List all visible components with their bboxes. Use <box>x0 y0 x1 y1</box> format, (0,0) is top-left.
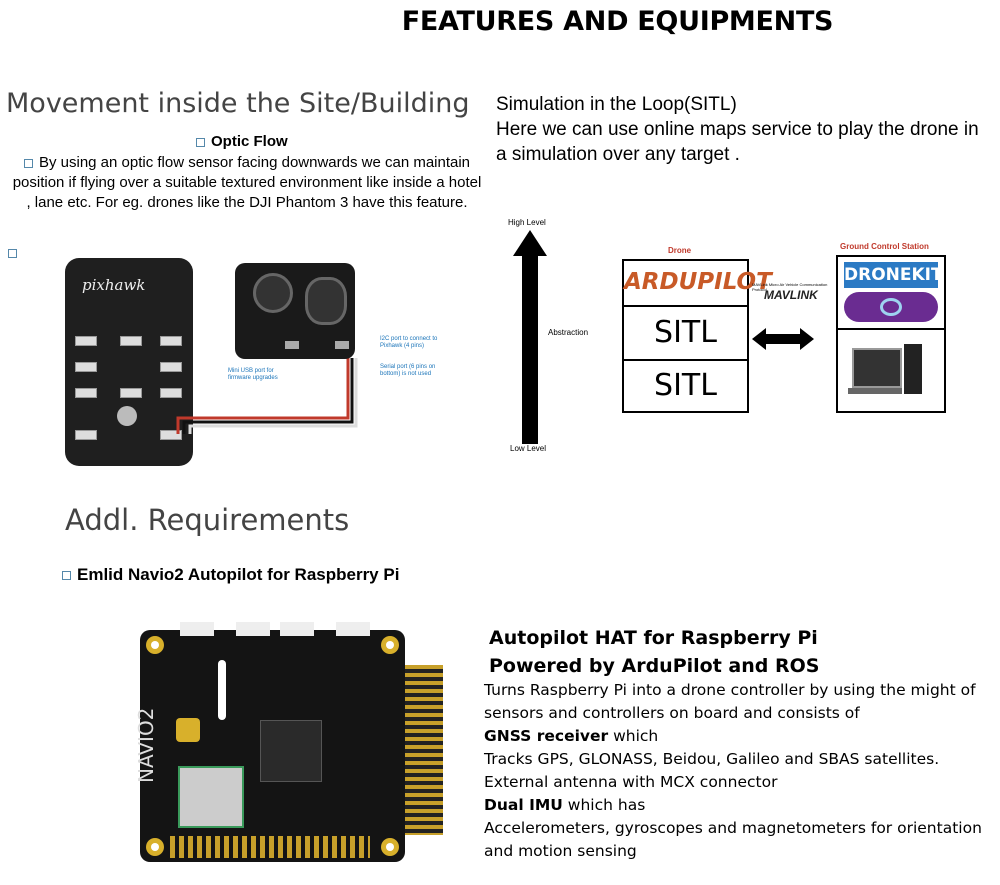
optic-flow-title: Optic Flow <box>196 133 288 150</box>
hat-line-3: Accelerometers, gyroscopes and magnetome… <box>484 819 982 860</box>
page-title: FEATURES AND EQUIPMENTS <box>401 6 834 37</box>
imu-line: Dual IMU which has <box>484 794 984 817</box>
bullet-icon <box>23 158 33 168</box>
hat-heading: Autopilot HAT for Raspberry Pi Powered b… <box>489 624 819 680</box>
movement-heading: Movement inside the Site/Building <box>6 88 470 119</box>
imu-rest: which has <box>562 796 646 814</box>
sensor-cable <box>176 358 358 434</box>
abstraction-label: Abstraction <box>548 328 589 337</box>
drone-label: Drone <box>668 246 692 255</box>
mavlink-subtitle: MAVLink Micro Air Vehicle Communication … <box>752 282 828 292</box>
sitl-box-2: SITL <box>622 359 749 413</box>
high-level-label: High Level <box>508 218 546 227</box>
mavlink-logo: MAVLINK <box>764 288 818 302</box>
double-arrow-icon <box>752 328 814 350</box>
caption-serial: Serial port (6 pins on bottom) is not us… <box>380 364 436 377</box>
pixhawk-image <box>65 258 193 466</box>
hat-line-1: Turns Raspberry Pi into a drone controll… <box>484 681 976 722</box>
low-level-label: Low Level <box>510 444 547 453</box>
gnss-line: GNSS receiver which <box>484 725 984 748</box>
addl-heading: Addl. Requirements <box>65 503 350 537</box>
sitl-description: Simulation in the Loop(SITL) Here we can… <box>496 92 986 167</box>
navio2-label: NAVIO2 <box>134 630 158 783</box>
pixhawk-logo: pixhawk <box>82 276 146 294</box>
optic-flow-text: By using an optic flow sensor facing dow… <box>12 153 482 213</box>
optic-flow-sensor-image <box>235 263 355 359</box>
optic-flow-title-text: Optic Flow <box>211 133 288 150</box>
optic-flow-body: By using an optic flow sensor facing dow… <box>12 154 482 211</box>
stray-bullet <box>8 245 23 263</box>
sitl-box-1: SITL <box>622 305 749 361</box>
gps-module <box>178 766 244 828</box>
dronekit-emblem <box>844 292 938 322</box>
header-pins <box>405 665 443 835</box>
navio2-label-text: NAVIO2 <box>134 707 158 783</box>
gcs-label: Ground Control Station <box>840 242 929 251</box>
sitl-line-2: Here we can use online maps service to p… <box>496 119 979 165</box>
gnss-rest: which <box>608 727 659 745</box>
dronekit-logo: DRONEKIT <box>844 262 943 288</box>
sitl-line-1: Simulation in the Loop(SITL) <box>496 94 737 115</box>
bullet-icon <box>196 137 205 147</box>
bullet-icon <box>62 571 71 581</box>
bullet-icon <box>8 249 17 259</box>
gnss-bold: GNSS receiver <box>484 727 609 745</box>
abstraction-arrow <box>513 230 547 444</box>
caption-mini-usb: Mini USB port for firmware upgrades <box>228 368 278 381</box>
gcs-computer-box <box>836 328 946 413</box>
hat-line-2: Tracks GPS, GLONASS, Beidou, Galileo and… <box>484 750 940 791</box>
imu-bold: Dual IMU <box>484 796 563 814</box>
hat-title-1: Autopilot HAT for Raspberry Pi <box>489 627 818 649</box>
hat-title-2: Powered by ArduPilot and ROS <box>489 655 820 677</box>
ardupilot-logo: ARDUPILOT <box>624 269 772 295</box>
emlid-title: Emlid Navio2 Autopilot for Raspberry Pi <box>62 565 399 585</box>
emlid-title-text: Emlid Navio2 Autopilot for Raspberry Pi <box>77 565 400 584</box>
hat-description: Turns Raspberry Pi into a drone controll… <box>484 679 984 863</box>
caption-i2c: I2C port to connect to Pixhawk (4 pins) <box>380 336 438 349</box>
